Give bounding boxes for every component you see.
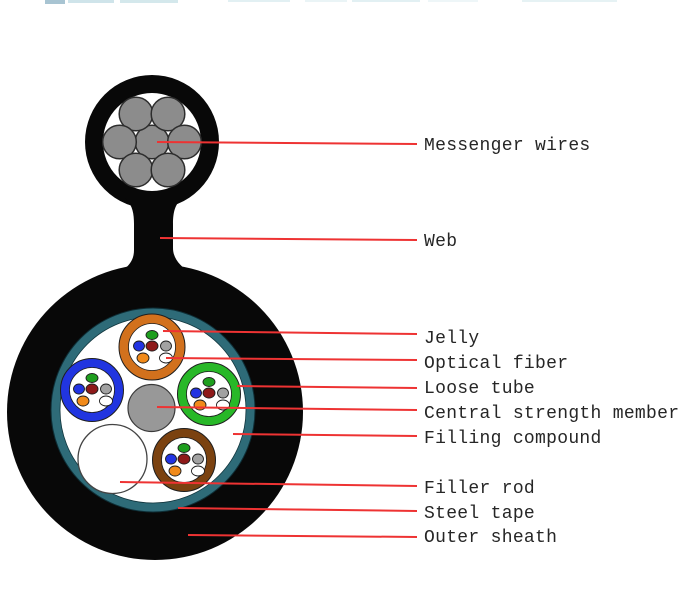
cropped-text-fragment (228, 0, 290, 2)
optical-fiber (99, 395, 113, 407)
label-optical-fiber: Optical fiber (424, 354, 568, 374)
messenger-wire (118, 152, 154, 188)
label-steel-tape: Steel tape (424, 504, 535, 524)
messenger-wire (101, 124, 138, 160)
messenger-wire (150, 152, 186, 188)
optical-fiber (73, 383, 85, 395)
cropped-text-fragment (120, 0, 178, 3)
loose-tube-blue (60, 358, 124, 422)
label-filling-compound: Filling compound (424, 429, 602, 449)
cropped-text-fragment (305, 0, 347, 2)
messenger-wires-group (101, 96, 203, 188)
optical-fiber (192, 453, 204, 465)
optical-fiber (177, 453, 191, 465)
labels: Messenger wires Web Jelly Optical fiber … (424, 136, 679, 548)
optical-fiber (202, 377, 216, 387)
leader-line-jelly (162, 330, 418, 335)
optical-fiber (191, 465, 205, 477)
messenger-wire (150, 96, 186, 132)
cropped-text-fragment (352, 0, 420, 2)
label-loose-tube: Loose tube (424, 379, 535, 399)
leader-line-optical-fiber (165, 357, 418, 361)
loose-tube-brown (152, 428, 216, 492)
label-filler-rod: Filler rod (424, 479, 535, 499)
label-jelly: Jelly (424, 329, 480, 349)
cropped-header-text-fragments (45, 0, 617, 4)
optical-fiber (168, 465, 182, 477)
cropped-text-fragment (68, 0, 114, 3)
filler-rod (77, 423, 148, 495)
optical-fiber (190, 387, 202, 399)
optical-fiber (202, 387, 216, 399)
optical-fiber (165, 453, 177, 465)
loose-tube-green (177, 362, 241, 426)
optical-fiber (160, 340, 172, 352)
cropped-text-fragment (45, 0, 65, 4)
leader-line-steel-tape (177, 507, 418, 512)
cropped-text-fragment (428, 0, 478, 2)
label-central-strength-member: Central strength member (424, 404, 679, 424)
cropped-text-fragment (522, 0, 617, 2)
leader-line-central-strength-member (156, 406, 418, 411)
optical-fiber (85, 383, 99, 395)
optical-fiber (145, 330, 159, 340)
label-web: Web (424, 232, 457, 252)
optical-fiber (145, 340, 159, 352)
leader-line-loose-tube (236, 385, 418, 389)
optical-fiber (136, 352, 150, 364)
label-outer-sheath: Outer sheath (424, 528, 557, 548)
web-connector (119, 197, 191, 273)
optical-fiber (85, 373, 99, 383)
leader-line-filling-compound (232, 433, 418, 437)
leader-line-messenger-wires (156, 141, 418, 145)
optical-fiber (217, 387, 229, 399)
leader-lines (119, 141, 418, 538)
leader-line-outer-sheath (187, 534, 418, 538)
optical-fiber (177, 443, 191, 453)
optical-fiber (76, 395, 90, 407)
label-messenger-wires: Messenger wires (424, 136, 591, 156)
optical-fiber (100, 383, 112, 395)
leader-line-web (159, 237, 418, 241)
loose-tube-orange (118, 313, 186, 381)
optical-fiber (133, 340, 145, 352)
leader-line-filler-rod (119, 481, 418, 487)
